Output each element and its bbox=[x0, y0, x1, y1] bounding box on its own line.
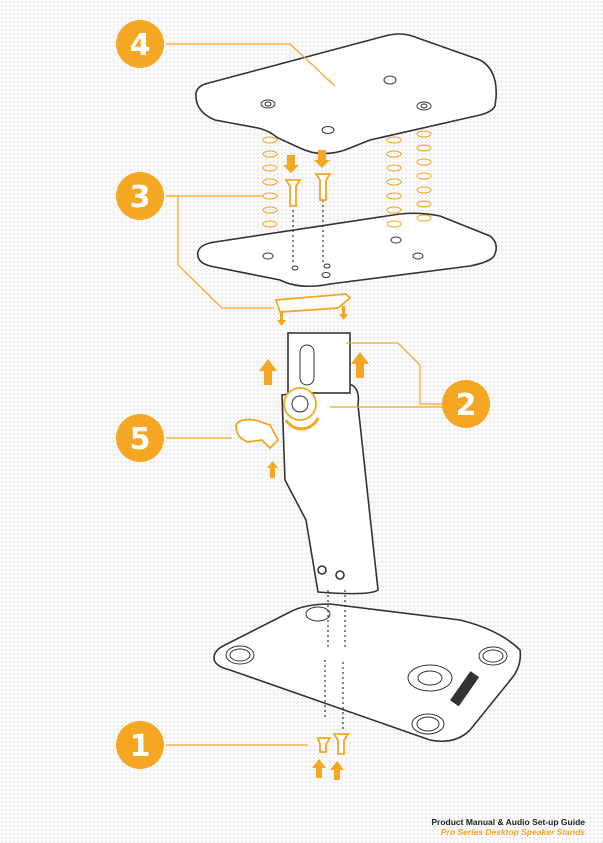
rotate-arrow-icon bbox=[284, 417, 320, 431]
stand-column bbox=[281, 384, 379, 595]
callout-1: 1 bbox=[116, 721, 164, 769]
slide-plate bbox=[287, 332, 351, 394]
svg-text:5: 5 bbox=[130, 422, 151, 457]
footer-subtitle: Pro Series Desktop Speaker Stands bbox=[440, 827, 585, 837]
direction-arrows bbox=[259, 150, 369, 780]
svg-text:4: 4 bbox=[130, 28, 151, 63]
screw bbox=[284, 179, 302, 207]
base-plate bbox=[213, 603, 522, 743]
callout-2: 2 bbox=[442, 380, 490, 428]
screw bbox=[316, 737, 332, 753]
footer: Product Manual & Audio Set-up Guide Pro … bbox=[431, 817, 585, 837]
footer-title: Product Manual & Audio Set-up Guide bbox=[431, 817, 585, 827]
leader-lines bbox=[166, 43, 444, 746]
guide-dashes bbox=[262, 130, 432, 228]
locking-clip bbox=[235, 418, 280, 450]
top-plate bbox=[195, 33, 497, 155]
wedge-clamp bbox=[274, 293, 352, 313]
callout-5: 5 bbox=[116, 414, 164, 462]
callout-4: 4 bbox=[116, 20, 164, 68]
callout-3: 3 bbox=[116, 172, 164, 220]
screw bbox=[314, 173, 332, 201]
brand-logo bbox=[450, 671, 480, 707]
svg-text:1: 1 bbox=[130, 729, 151, 764]
svg-text:2: 2 bbox=[456, 388, 477, 423]
screw bbox=[332, 733, 350, 755]
svg-text:3: 3 bbox=[130, 180, 151, 215]
middle-plate bbox=[196, 212, 498, 288]
